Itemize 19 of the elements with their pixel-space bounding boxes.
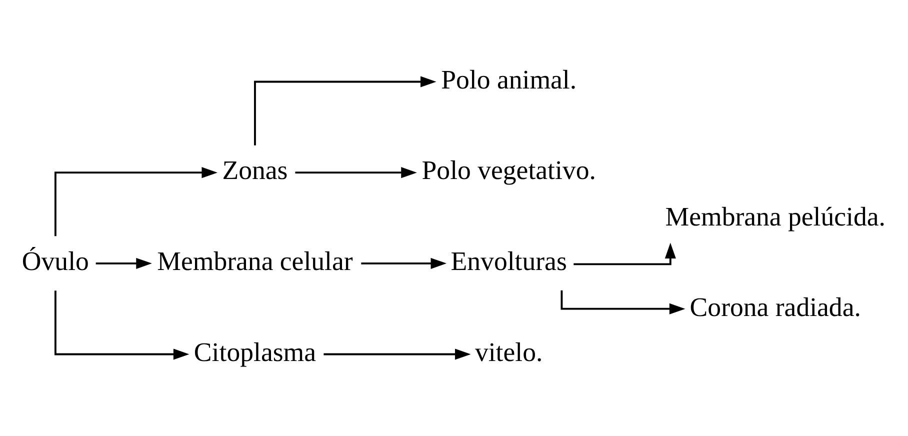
node-text: Óvulo bbox=[21, 246, 88, 276]
arrow bbox=[254, 76, 436, 146]
node-text: Membrana celular bbox=[156, 246, 352, 276]
arrow bbox=[54, 167, 218, 236]
node-text: Envolturas bbox=[450, 246, 566, 276]
arrow bbox=[560, 290, 685, 314]
arrow bbox=[95, 258, 152, 269]
node-text: Membrana pelúcida. bbox=[664, 201, 885, 232]
arrow bbox=[360, 258, 446, 269]
node-text: Polo vegetativo. bbox=[421, 155, 596, 186]
node-text: Corona radiada. bbox=[689, 292, 860, 322]
node-text: Citoplasma bbox=[193, 336, 316, 367]
arrow bbox=[573, 242, 676, 266]
node-text: vitelo. bbox=[474, 336, 542, 367]
arrow bbox=[294, 167, 416, 178]
arrow bbox=[54, 290, 189, 360]
arrow bbox=[323, 348, 470, 360]
node-text: Polo animal. bbox=[440, 64, 576, 94]
node-text: Zonas bbox=[222, 155, 288, 186]
